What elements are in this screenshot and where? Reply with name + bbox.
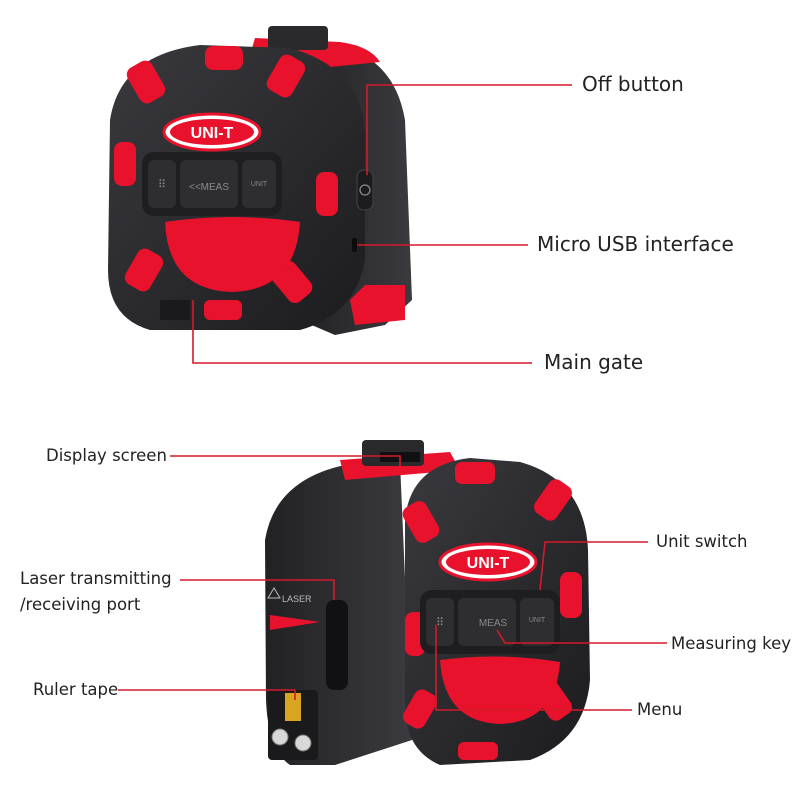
callout-display-screen: Display screen xyxy=(46,446,167,465)
top-off-button xyxy=(356,169,374,211)
leader-display xyxy=(170,455,401,466)
laser-arrow-marker xyxy=(270,615,320,630)
svg-text:⠿: ⠿ xyxy=(158,178,166,191)
top-usb-port xyxy=(352,238,357,252)
top-tape-measure: UNI-T <<MEAS UNIT ⠿ xyxy=(108,26,412,335)
callout-measuring-key: Measuring key xyxy=(671,634,791,653)
leader-unit-switch xyxy=(539,541,648,591)
callout-laser-port-line1: Laser transmitting xyxy=(20,569,172,588)
callout-laser-port: Laser transmitting /receiving port xyxy=(20,566,172,618)
callout-main-gate: Main gate xyxy=(544,350,644,374)
top-clip xyxy=(268,26,328,50)
callout-unit-switch: Unit switch xyxy=(656,532,748,551)
top-logo-text: UNI-T xyxy=(191,125,234,142)
bottom-logo-text: UNI-T xyxy=(467,555,510,572)
top-unit-label: UNIT xyxy=(251,181,268,188)
leader-off-button xyxy=(366,84,572,175)
callout-menu: Menu xyxy=(637,700,683,719)
leader-measuring-key xyxy=(496,629,667,644)
laser-warning-label: LASER xyxy=(282,594,312,604)
leader-lines xyxy=(118,84,667,711)
callout-laser-port-line2: /receiving port xyxy=(20,595,141,614)
bottom-window xyxy=(440,656,560,724)
callout-ruler-tape: Ruler tape xyxy=(33,680,119,699)
top-main-gate xyxy=(350,285,405,325)
bottom-unit-label: UNIT xyxy=(529,617,546,624)
bottom-meas-label: MEAS xyxy=(479,618,508,629)
callout-micro-usb: Micro USB interface xyxy=(537,232,734,256)
bottom-tape-measure: LASER UNI-T MEAS xyxy=(265,440,590,765)
top-window xyxy=(165,217,300,292)
callout-off-button: Off button xyxy=(582,72,684,96)
leader-main-gate xyxy=(192,300,532,364)
svg-text:⠿: ⠿ xyxy=(436,616,444,629)
leader-laser-port xyxy=(180,579,335,600)
top-meas-label: <<MEAS xyxy=(189,182,229,193)
leader-ruler-tape xyxy=(118,689,296,700)
bottom-red-pads xyxy=(402,462,582,760)
leader-menu xyxy=(435,625,632,711)
laser-port xyxy=(326,600,348,690)
top-red-pads xyxy=(114,46,338,320)
